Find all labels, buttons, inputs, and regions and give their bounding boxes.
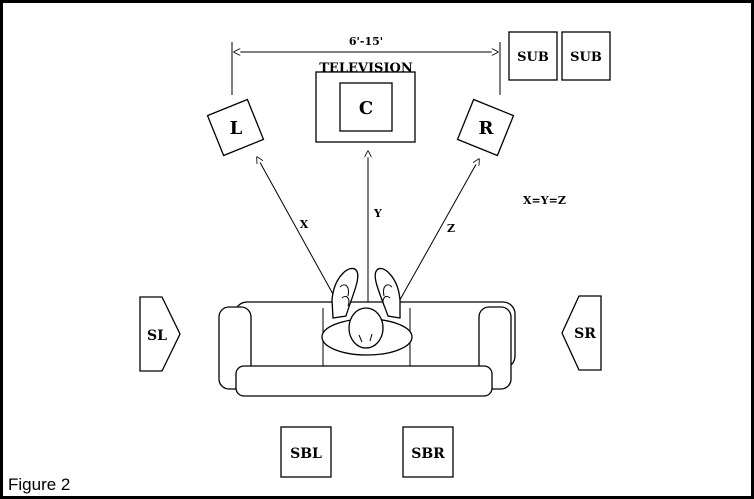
sofa: [218, 301, 516, 397]
subwoofer-2: [561, 31, 611, 81]
surround-back-left-label: SBL: [290, 446, 322, 462]
subwoofer-2-label: SUB: [570, 50, 602, 65]
equation-label: X=Y=Z: [523, 194, 566, 207]
surround-right-speaker: [561, 295, 602, 371]
center-speaker-label: C: [359, 98, 373, 119]
figure-caption: Figure 2: [8, 475, 70, 494]
distance-z-label: Z: [447, 222, 455, 235]
left-speaker-label: L: [230, 118, 243, 139]
distance-y-label: Y: [373, 207, 382, 220]
surround-back-right-label: SBR: [411, 446, 445, 462]
listener: [321, 267, 413, 356]
right-speaker: [456, 98, 515, 157]
arrow-z: [392, 159, 479, 314]
subwoofer-1-label: SUB: [517, 50, 549, 65]
surround-left-label: SL: [147, 328, 167, 344]
right-speaker-label: R: [479, 118, 495, 139]
center-speaker: [339, 82, 393, 132]
distance-label: 6'-15': [349, 35, 383, 48]
arrow-x: [257, 157, 344, 314]
distance-x-label: X: [300, 218, 309, 231]
surround-left-speaker: [139, 296, 181, 372]
distance-arrows: [257, 151, 479, 314]
left-speaker: [206, 98, 265, 157]
distance-dimension: 6'-15': [231, 35, 501, 95]
subwoofer-1: [508, 31, 558, 81]
surround-back-left-speaker: [280, 426, 332, 478]
surround-back-right-speaker: [402, 426, 454, 478]
surround-right-label: SR: [574, 326, 596, 342]
